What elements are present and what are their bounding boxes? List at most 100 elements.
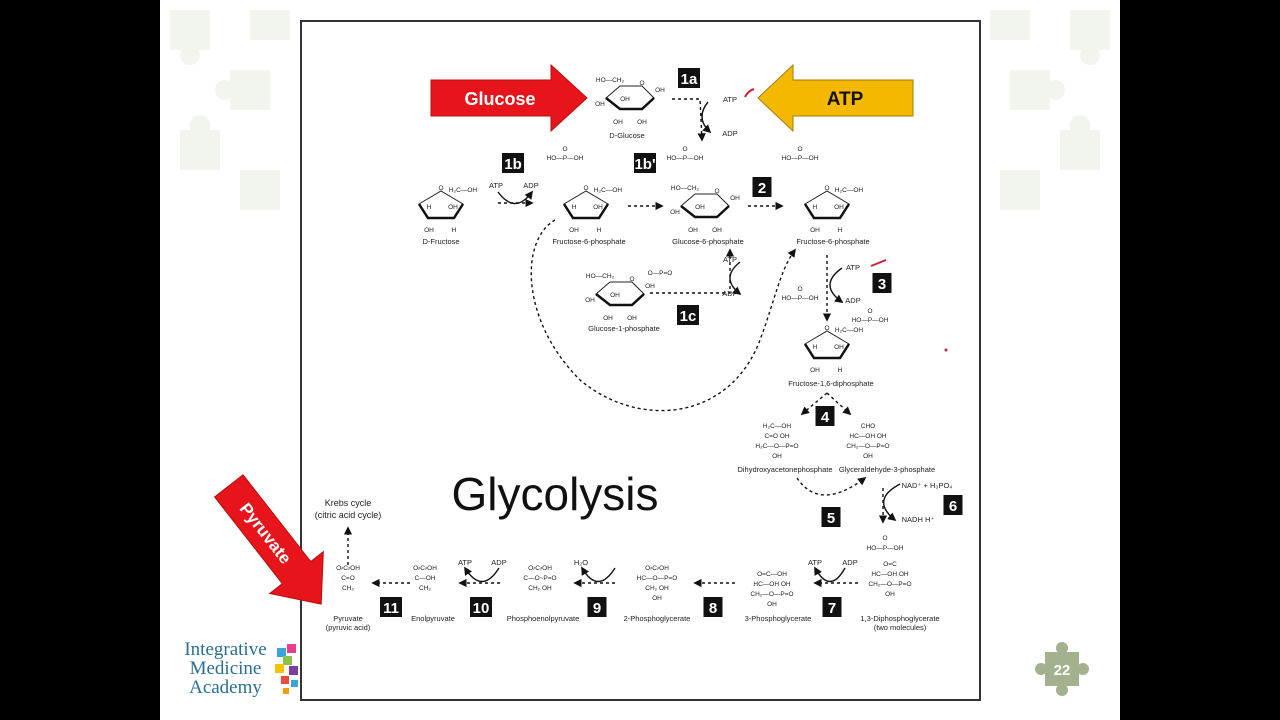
phosphate-group: HO—P—OH: [667, 155, 704, 162]
cofactor-nadh: NADH H⁺: [902, 515, 935, 524]
ring-substituent: O: [824, 325, 829, 332]
atp-callout-arrow: ATP: [757, 63, 914, 133]
phosphate-group: HO—P—OH: [852, 317, 889, 324]
ring-substituent: OH: [688, 227, 698, 234]
step-number: 4: [821, 409, 830, 426]
cofactor-adp: ADP: [845, 296, 860, 305]
ring-substituent: O: [824, 185, 829, 192]
ring-substituent: HO—CH₂: [671, 185, 700, 192]
step-number: 1b: [504, 156, 522, 173]
g3p-structure: HC—OH OH: [849, 433, 887, 440]
ring-substituent: OH: [670, 209, 680, 216]
cofactor-atp: ATP: [846, 263, 860, 272]
ring-substituent: H: [427, 204, 432, 211]
molecule-label: Fructose-6-phosphate: [796, 237, 869, 246]
phosphate-group: O—P=O: [648, 270, 673, 277]
ring-substituent: OH: [585, 297, 595, 304]
dhap-structure: OH: [772, 453, 782, 460]
ring-substituent: H: [813, 344, 818, 351]
step-number: 5: [827, 510, 835, 527]
step-box-1b: [502, 153, 524, 173]
ring-substituent: OH: [603, 315, 613, 322]
step-number: 10: [473, 600, 490, 617]
step-number: 1a: [681, 71, 698, 88]
ring-substituent: H: [572, 204, 577, 211]
molecule-label: 2-Phosphoglycerate: [624, 614, 691, 623]
phosphate-oxygen: O: [867, 308, 872, 315]
logo-line-2: Medicine: [189, 658, 262, 679]
phosphate-oxygen: O: [797, 146, 802, 153]
g3p-structure: OH: [863, 453, 873, 460]
h2o-curve: [581, 566, 616, 583]
ring-substituent: OH: [595, 101, 605, 108]
pyruvate-arrow-shape: [213, 474, 324, 605]
slide-title: Glycolysis: [451, 468, 658, 520]
krebs-cycle-label: Krebs cycle: [325, 498, 372, 508]
ring-substituent: OH: [810, 227, 820, 234]
step-box-7: [822, 597, 842, 617]
ring-substituent: H: [813, 204, 818, 211]
2pg-structure: O⸗C⸗OH: [645, 565, 669, 572]
molecule-label: Glucose-6-phosphate: [672, 237, 744, 246]
molecule-label: (two molecules): [874, 623, 927, 632]
ring-substituent: OH: [620, 96, 630, 103]
cofactor-nad: NAD⁺ + H₃PO₄: [902, 481, 953, 490]
atp-callout-label: ATP: [827, 89, 864, 110]
step-box-2: [752, 177, 772, 197]
step-number: 8: [709, 600, 717, 617]
step-number: 2: [758, 180, 766, 197]
pyruvate-structure: CH₃: [342, 585, 354, 592]
molecule-label: Enolpyruvate: [411, 614, 455, 623]
glycolysis-diagram-frame: [300, 20, 981, 701]
g3p-structure: CHO: [861, 423, 875, 430]
krebs-cycle-note: (citric acid cycle): [315, 510, 382, 520]
atp-adp-curve: [464, 566, 500, 583]
molecule-label: Dihydroxyacetonephosphate: [737, 465, 832, 474]
glucose-arrow-shape: [430, 63, 588, 133]
fructose-1-6-diphosphate-structure: [803, 330, 851, 360]
puzzle-pieces-icon: [275, 644, 298, 694]
pep-structure: C—O~P=O: [523, 575, 556, 582]
cofactor-adp: ADP: [722, 129, 737, 138]
ring-substituent: O: [438, 185, 443, 192]
cofactor-atp: ATP: [808, 558, 822, 567]
phosphate-group: HO—P—OH: [547, 155, 584, 162]
ring-substituent: OH: [627, 315, 637, 322]
3pg-structure: CH₂—O—P=O: [750, 591, 793, 598]
ring-substituent: H: [452, 227, 457, 234]
enolpyruvate-structure: CH₂: [419, 585, 431, 592]
phosphate-group: HO—P—OH: [782, 295, 819, 302]
step-box-3: [872, 273, 892, 293]
step-number: 3: [878, 276, 886, 293]
glucose-callout-label: Glucose: [464, 89, 535, 109]
bpg-structure: HC—OH OH: [871, 571, 909, 578]
molecule-label: D-Fructose: [422, 237, 459, 246]
ring-substituent: H₂C—OH: [594, 187, 622, 194]
molecule-label: Glyceraldehyde-3-phosphate: [839, 465, 935, 474]
atp-adp-curve: [497, 190, 533, 205]
phosphate-group: HO—P—OH: [867, 545, 904, 552]
integrative-medicine-academy-logo: Integrative Medicine Academy: [178, 640, 303, 705]
step-number: 11: [383, 600, 399, 617]
logo-line-3: Academy: [189, 677, 262, 698]
ring-substituent: OH: [810, 367, 820, 374]
ring-substituent: O: [629, 276, 634, 283]
2pg-structure: CH₂ OH: [645, 585, 669, 592]
d-fructose-structure: [417, 190, 465, 220]
ring-substituent: O: [639, 80, 644, 87]
dhap-structure: H₂C—OH: [763, 423, 791, 430]
ring-substituent: OH: [613, 119, 623, 126]
step-5-arrow: [796, 476, 867, 496]
atp-adp-curve: [814, 566, 846, 583]
step-1c-arrow: [650, 248, 735, 294]
bpg-structure: OH: [885, 591, 895, 598]
ring-substituent: HO—CH₂: [586, 273, 615, 280]
phosphate-group: HO—P—OH: [782, 155, 819, 162]
molecule-label: (pyruvic acid): [326, 623, 371, 632]
phosphate-oxygen: O: [882, 535, 887, 542]
pyruvate-structure: O⸗C⸗OH: [336, 565, 360, 572]
ring-substituent: OH: [610, 292, 620, 299]
3pg-structure: OH: [767, 601, 777, 608]
ring-substituent: H: [597, 227, 602, 234]
